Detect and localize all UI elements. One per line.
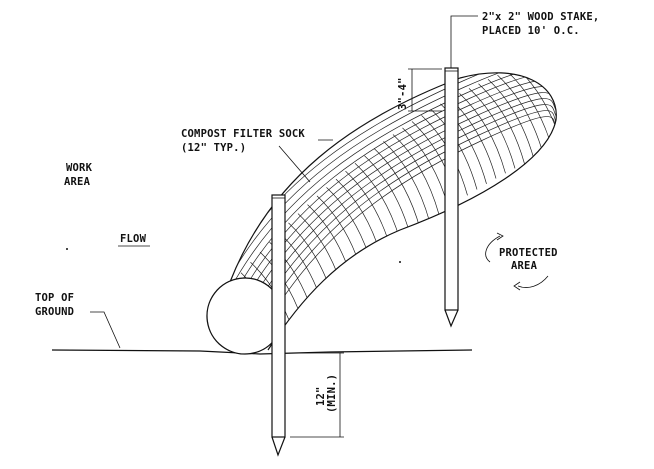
ground-label-line2: GROUND: [35, 306, 74, 318]
work-area-line2: AREA: [64, 176, 91, 188]
dot: [399, 261, 401, 263]
front-stake: [271, 194, 286, 457]
sock-leader: [278, 139, 333, 183]
ground-line: [51, 349, 473, 355]
flow-label: FLOW: [120, 233, 147, 245]
sock-label-line1: COMPOST FILTER SOCK: [181, 128, 305, 140]
sock-label-line2: (12" TYP.): [181, 142, 246, 154]
ground-label-line1: TOP OF: [35, 292, 74, 304]
stake-label-line2: PLACED 10' O.C.: [482, 25, 580, 37]
work-area-line1: WORK: [66, 162, 93, 174]
protected-area-line2: AREA: [511, 260, 538, 272]
protected-area-line1: PROTECTED: [499, 247, 558, 259]
stake-height-dimension: 3"-4": [397, 68, 442, 112]
stake-label-line1: 2"x 2" WOOD STAKE,: [482, 11, 599, 23]
embed-depth-label: 12": [315, 386, 327, 406]
stake-height-label: 3"-4": [397, 77, 409, 110]
rear-stake: [444, 67, 459, 328]
embed-depth-dimension: 12" (MIN.): [290, 352, 344, 438]
protected-area: PROTECTED AREA: [485, 232, 558, 291]
stake-leader: [450, 15, 478, 68]
ground-leader: [90, 311, 121, 349]
dot: [66, 248, 68, 250]
embed-min-label: (MIN.): [326, 374, 338, 413]
